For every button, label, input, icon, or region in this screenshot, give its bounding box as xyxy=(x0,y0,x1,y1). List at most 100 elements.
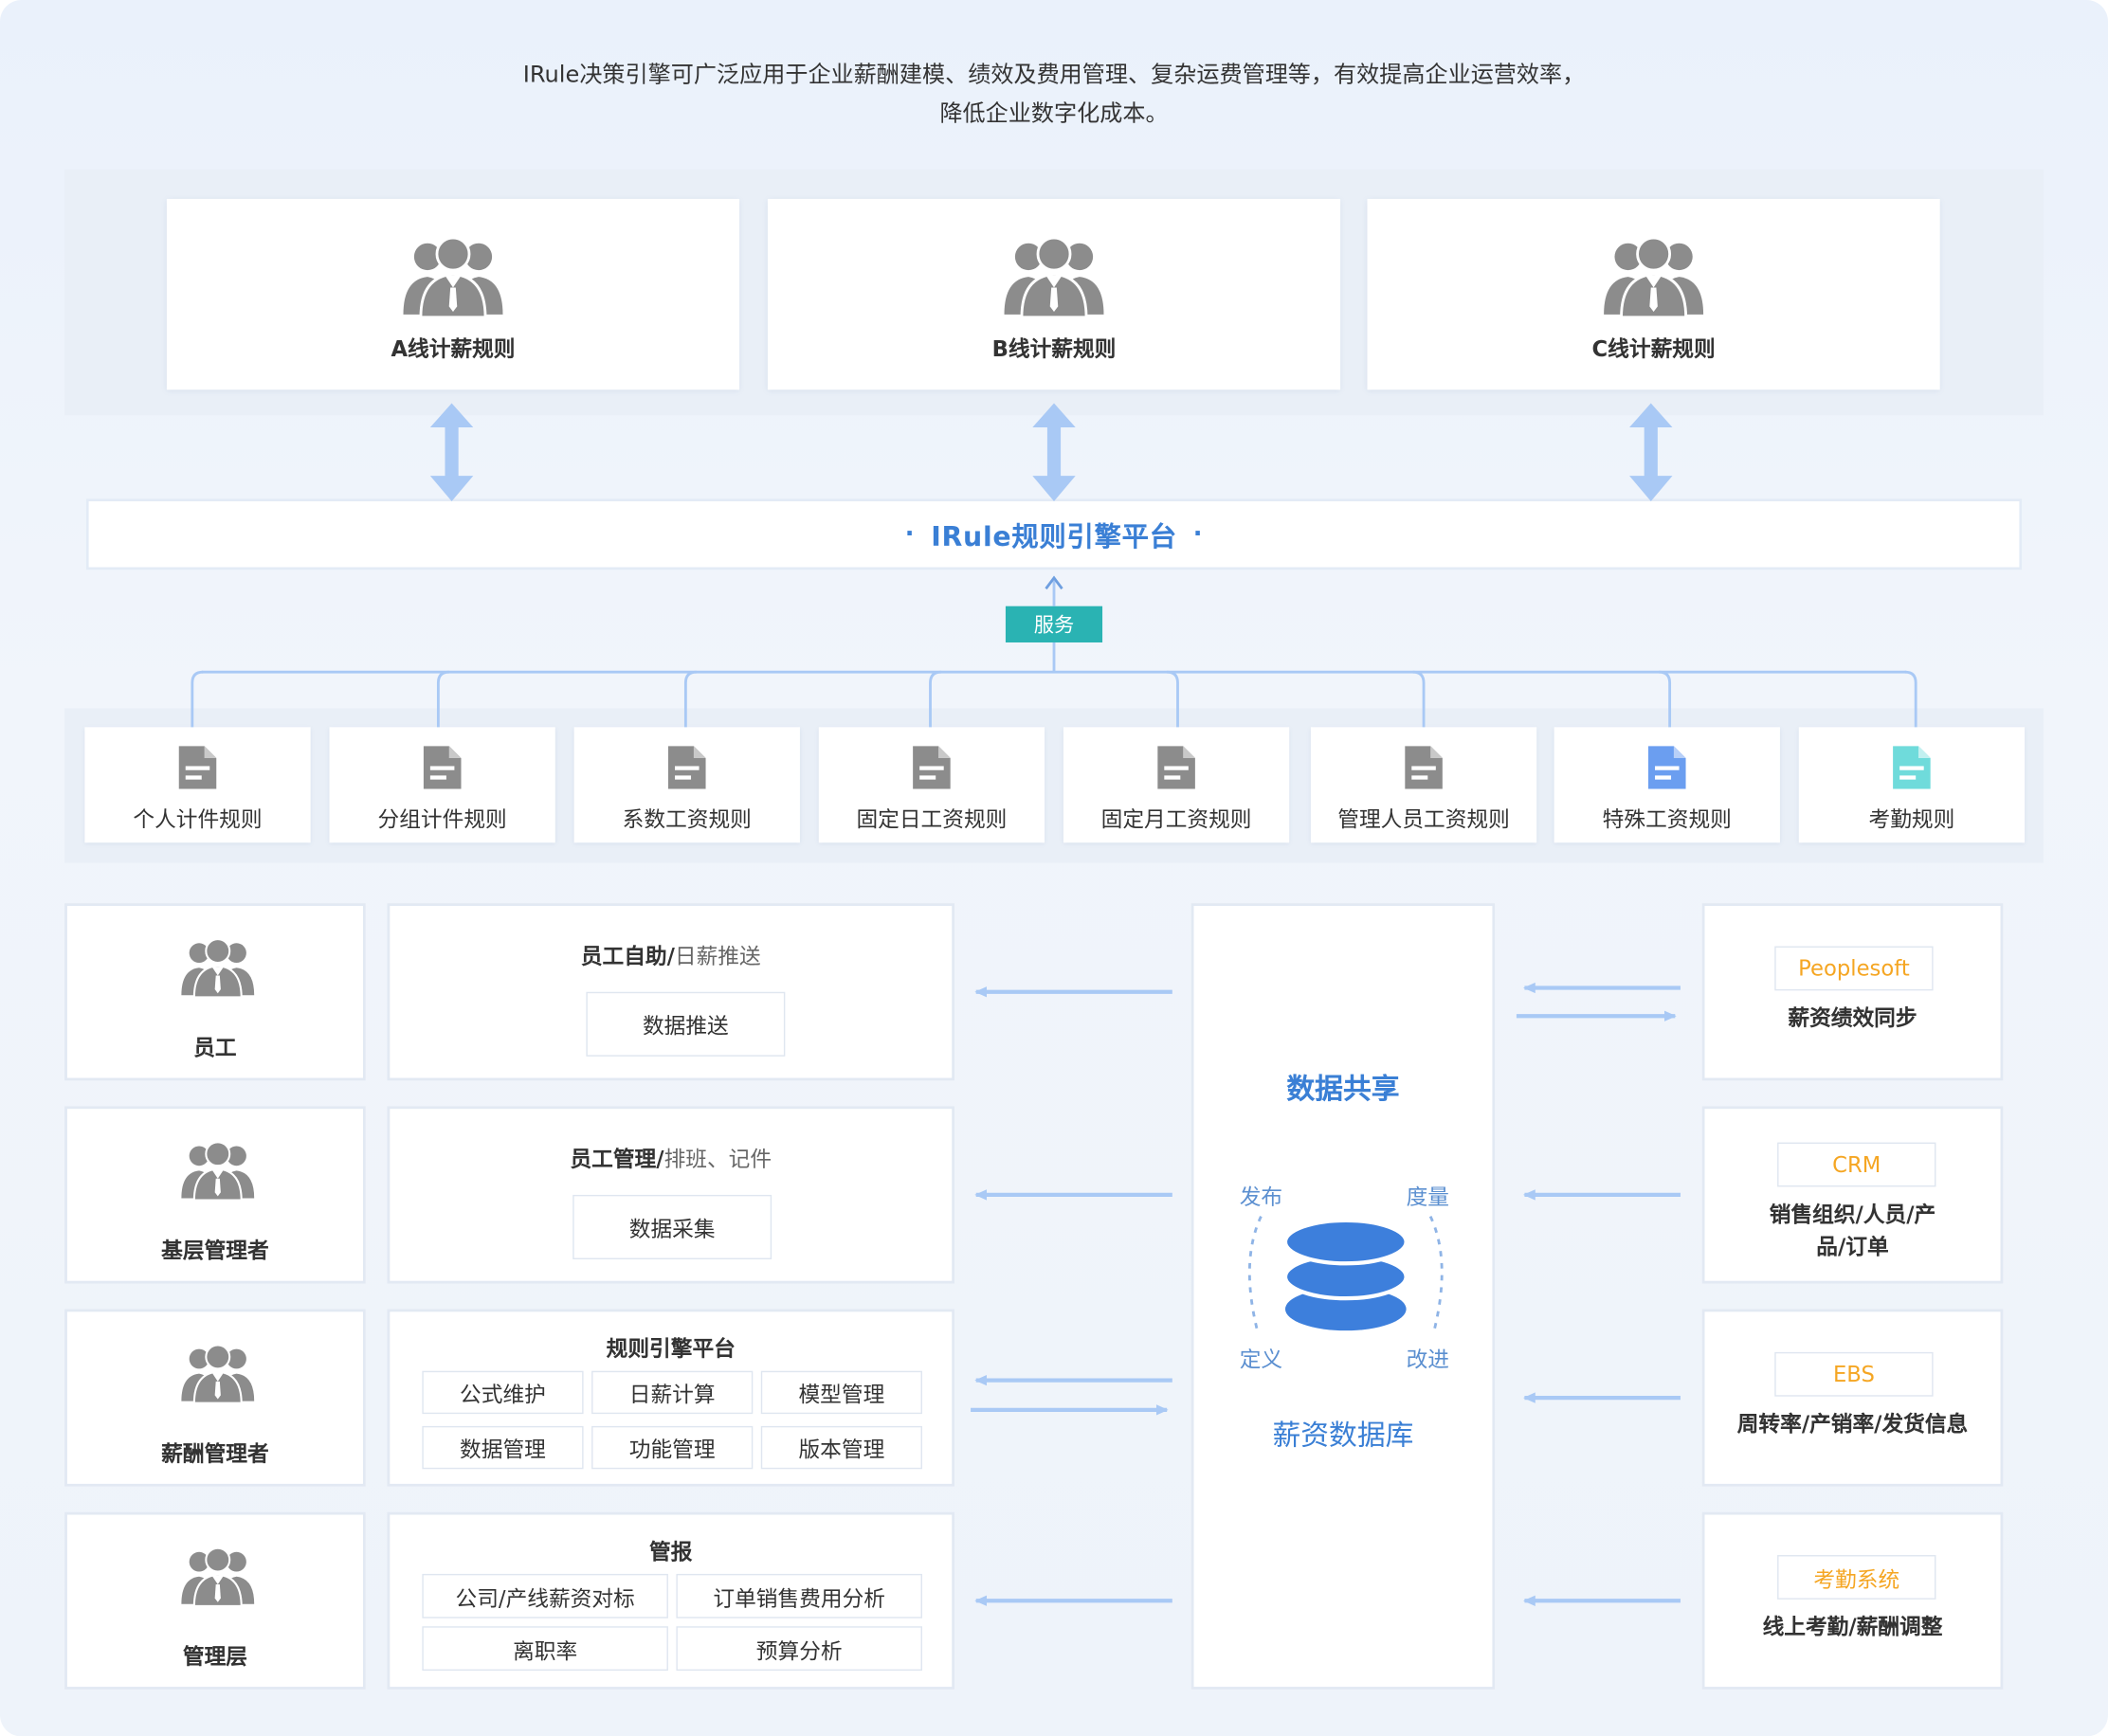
rule-type-label: 管理人员工资规则 xyxy=(1337,806,1510,832)
database-icon xyxy=(1282,1218,1408,1331)
platform-dot-right: · xyxy=(1192,519,1204,549)
intro-line-2: 降低企业数字化成本。 xyxy=(939,100,1169,128)
section-chip: 预算分析 xyxy=(676,1626,923,1672)
service-tag: 服务 xyxy=(1005,606,1103,642)
rule-type-card: 固定月工资规则 xyxy=(1063,727,1290,843)
section-chip: 模型管理 xyxy=(760,1370,923,1415)
people-group-icon xyxy=(181,938,255,999)
section-chip: 数据采集 xyxy=(572,1194,772,1260)
section-chip: 公式维护 xyxy=(422,1370,584,1415)
top-rule-label-c: C线计薪规则 xyxy=(1591,335,1716,362)
rule-type-label: 固定月工资规则 xyxy=(1100,806,1252,832)
irule-platform-bar: · IRule规则引擎平台 · xyxy=(85,498,2023,570)
source-tag: 考勤系统 xyxy=(1777,1555,1936,1600)
data-sharing-box: 数据共享 发布 度量 定义 改进 薪资数据库 xyxy=(1190,903,1496,1690)
source-tag: Peoplesoft xyxy=(1774,946,1934,991)
role-label: 员工 xyxy=(193,1035,237,1061)
section-chip: 版本管理 xyxy=(760,1425,923,1470)
people-group-icon xyxy=(1604,236,1704,319)
section-chip: 数据推送 xyxy=(586,991,786,1057)
service-tree xyxy=(191,575,1917,728)
rule-type-card: 特殊工资规则 xyxy=(1554,727,1780,843)
flow-arrows-left xyxy=(971,986,1172,1606)
rule-type-label: 个人计件规则 xyxy=(133,806,263,832)
rule-type-label: 特殊工资规则 xyxy=(1602,806,1732,832)
document-icon xyxy=(1157,746,1195,789)
cycle-label-publish: 发布 xyxy=(1239,1184,1283,1210)
platform-title: IRule规则引擎平台 xyxy=(931,519,1177,552)
people-group-icon xyxy=(181,1344,255,1404)
platform-dot-left: · xyxy=(904,519,916,549)
data-sharing-title: 数据共享 xyxy=(1286,1072,1400,1105)
source-desc: 周转率/产销率/发货信息 xyxy=(1736,1411,1969,1438)
rule-type-card: 分组计件规则 xyxy=(329,727,555,843)
rule-type-label: 系数工资规则 xyxy=(622,806,752,832)
role-label: 薪酬管理者 xyxy=(161,1440,269,1467)
section-title: 管报 xyxy=(649,1539,693,1564)
role-label: 基层管理者 xyxy=(161,1238,269,1264)
section-chip: 数据管理 xyxy=(422,1425,584,1470)
document-icon xyxy=(178,746,217,789)
section-title: 员工管理/排班、记件 xyxy=(390,1141,952,1173)
section-title-sub: 排班、记件 xyxy=(663,1146,772,1172)
source-box-peoplesoft: Peoplesoft 薪资绩效同步 xyxy=(1701,903,2004,1081)
source-box-ebs: EBS 周转率/产销率/发货信息 xyxy=(1701,1309,2004,1487)
source-desc: 销售组织/人员/产 品/订单 xyxy=(1704,1199,2000,1263)
source-desc: 薪资绩效同步 xyxy=(1788,1004,1917,1031)
section-title-main: 员工管理 xyxy=(570,1146,657,1172)
double-arrow-c xyxy=(1629,403,1673,502)
people-group-icon xyxy=(181,1141,255,1202)
people-group-icon xyxy=(1004,236,1104,319)
document-icon xyxy=(1893,746,1931,789)
source-box-crm: CRM 销售组织/人员/产 品/订单 xyxy=(1701,1106,2004,1284)
rule-type-card: 个人计件规则 xyxy=(84,727,311,843)
source-box-attendance: 考勤系统 线上考勤/薪酬调整 xyxy=(1701,1511,2004,1690)
role-box-compensation-manager: 薪酬管理者 xyxy=(64,1309,366,1487)
document-icon xyxy=(1405,746,1443,789)
people-group-icon xyxy=(181,1546,255,1607)
section-title-sub: 日薪推送 xyxy=(674,943,761,969)
cycle-label-define: 定义 xyxy=(1239,1347,1283,1373)
section-chip: 订单销售费用分析 xyxy=(676,1573,923,1618)
section-employee-self-service: 员工自助/日薪推送 数据推送 xyxy=(387,903,955,1081)
role-box-line-manager: 基层管理者 xyxy=(64,1106,366,1284)
section-management-report: 管报 公司/产线薪资对标 订单销售费用分析 离职率 预算分析 xyxy=(387,1511,955,1690)
rule-type-label: 考勤规则 xyxy=(1868,806,1955,832)
section-title-main: 员工自助 xyxy=(580,943,667,969)
section-title-sep: / xyxy=(656,1146,664,1172)
document-icon xyxy=(1647,746,1686,789)
section-employee-management: 员工管理/排班、记件 数据采集 xyxy=(387,1106,955,1284)
top-rule-card-c: C线计薪规则 xyxy=(1367,198,1940,390)
section-rule-engine-platform: 规则引擎平台 公式维护 日薪计算 模型管理 数据管理 功能管理 版本管理 xyxy=(387,1309,955,1487)
source-desc-line-2: 品/订单 xyxy=(1816,1234,1889,1260)
intro-line-1: IRule决策引擎可广泛应用于企业薪酬建模、绩效及费用管理、复杂运费管理等，有效… xyxy=(522,62,1586,89)
salary-database-label: 薪资数据库 xyxy=(1272,1419,1414,1452)
section-chip: 功能管理 xyxy=(591,1425,754,1470)
document-icon xyxy=(423,746,462,789)
section-chip: 日薪计算 xyxy=(591,1370,754,1415)
role-box-management: 管理层 xyxy=(64,1511,366,1690)
section-chip: 离职率 xyxy=(422,1626,668,1672)
section-title: 员工自助/日薪推送 xyxy=(390,938,952,970)
rule-type-card: 系数工资规则 xyxy=(573,727,800,843)
document-icon xyxy=(913,746,951,789)
double-arrow-b xyxy=(1032,403,1076,502)
intro-text: IRule决策引擎可广泛应用于企业薪酬建模、绩效及费用管理、复杂运费管理等，有效… xyxy=(269,57,1840,135)
role-box-employee: 员工 xyxy=(64,903,366,1081)
role-label: 管理层 xyxy=(182,1643,247,1670)
rule-type-label: 固定日工资规则 xyxy=(856,806,1008,832)
section-title: 规则引擎平台 xyxy=(606,1335,736,1362)
top-rule-label-a: A线计薪规则 xyxy=(391,335,516,362)
top-rule-label-b: B线计薪规则 xyxy=(991,335,1117,362)
rule-type-card: 管理人员工资规则 xyxy=(1310,727,1537,843)
top-rule-card-a: A线计薪规则 xyxy=(166,198,740,390)
source-desc: 线上考勤/薪酬调整 xyxy=(1762,1614,1943,1640)
rule-type-card: 考勤规则 xyxy=(1798,727,2026,843)
section-chip: 公司/产线薪资对标 xyxy=(422,1573,668,1618)
rule-type-label: 分组计件规则 xyxy=(377,806,507,832)
section-title-sep: / xyxy=(666,943,675,969)
source-tag: EBS xyxy=(1774,1351,1934,1397)
source-tag: CRM xyxy=(1777,1142,1936,1187)
document-icon xyxy=(667,746,706,789)
